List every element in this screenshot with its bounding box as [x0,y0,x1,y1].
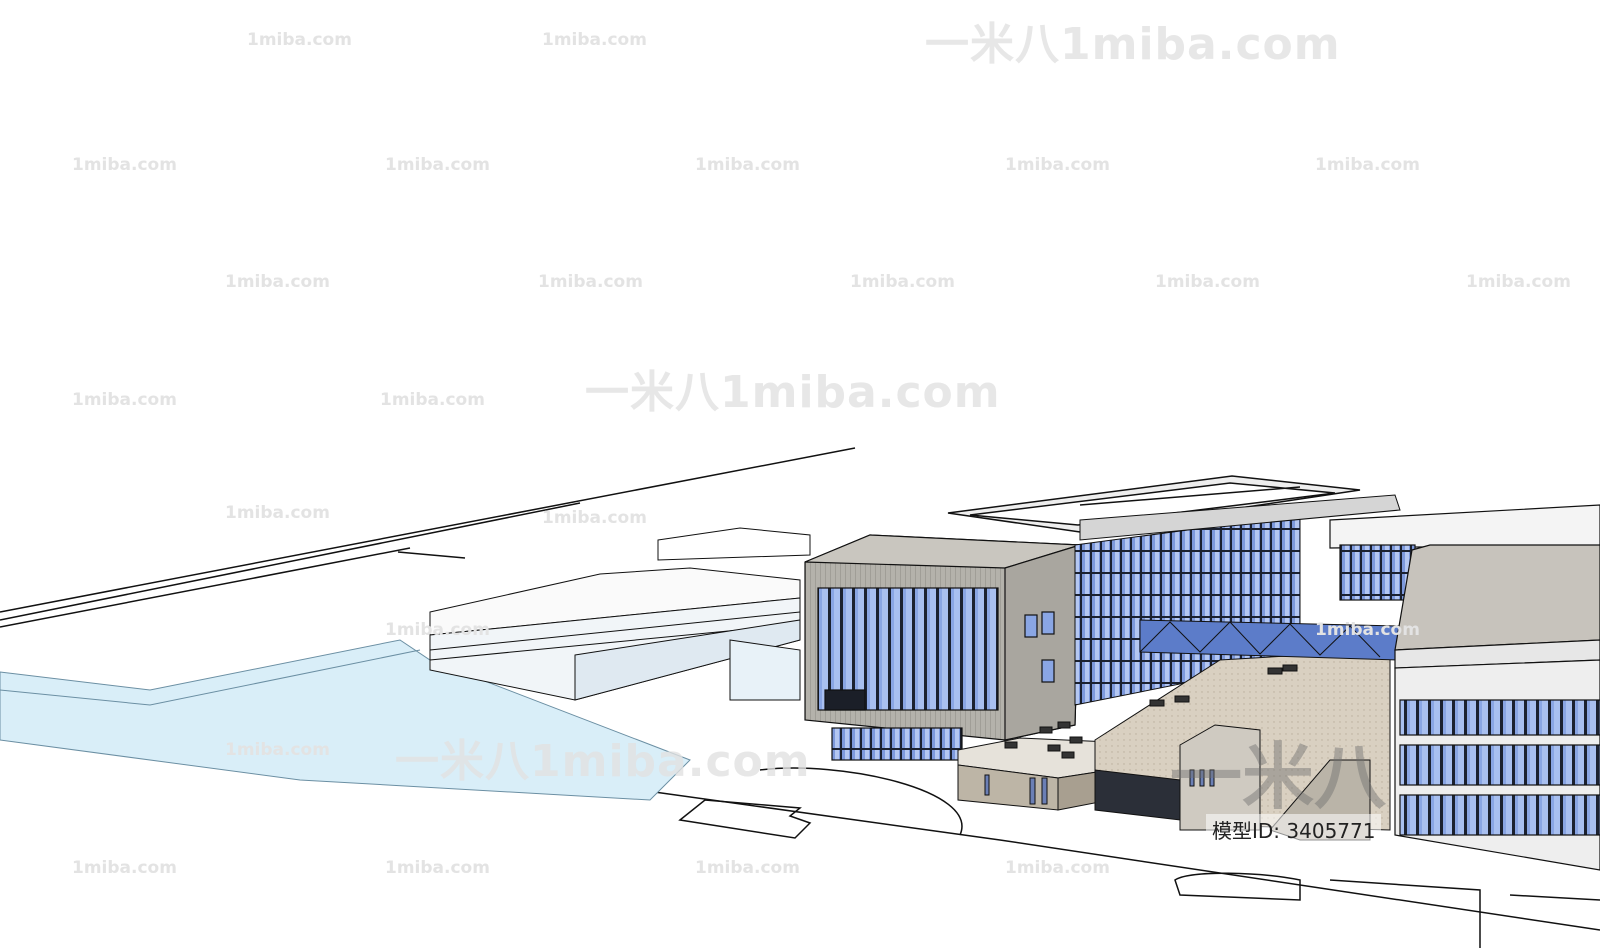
right-wing-building [1329,504,1600,871]
left-low-building [429,527,811,701]
parking-outlines [678,767,1600,948]
entrance-pavilion [957,737,1111,811]
sky-bridge [1139,619,1401,661]
model-id-label: 模型ID: 3405771 [1206,814,1382,845]
rooftop-frame [947,475,1361,533]
basement-strip [1094,769,1181,821]
water-channel [0,639,691,801]
main-cube-building [804,534,1081,761]
